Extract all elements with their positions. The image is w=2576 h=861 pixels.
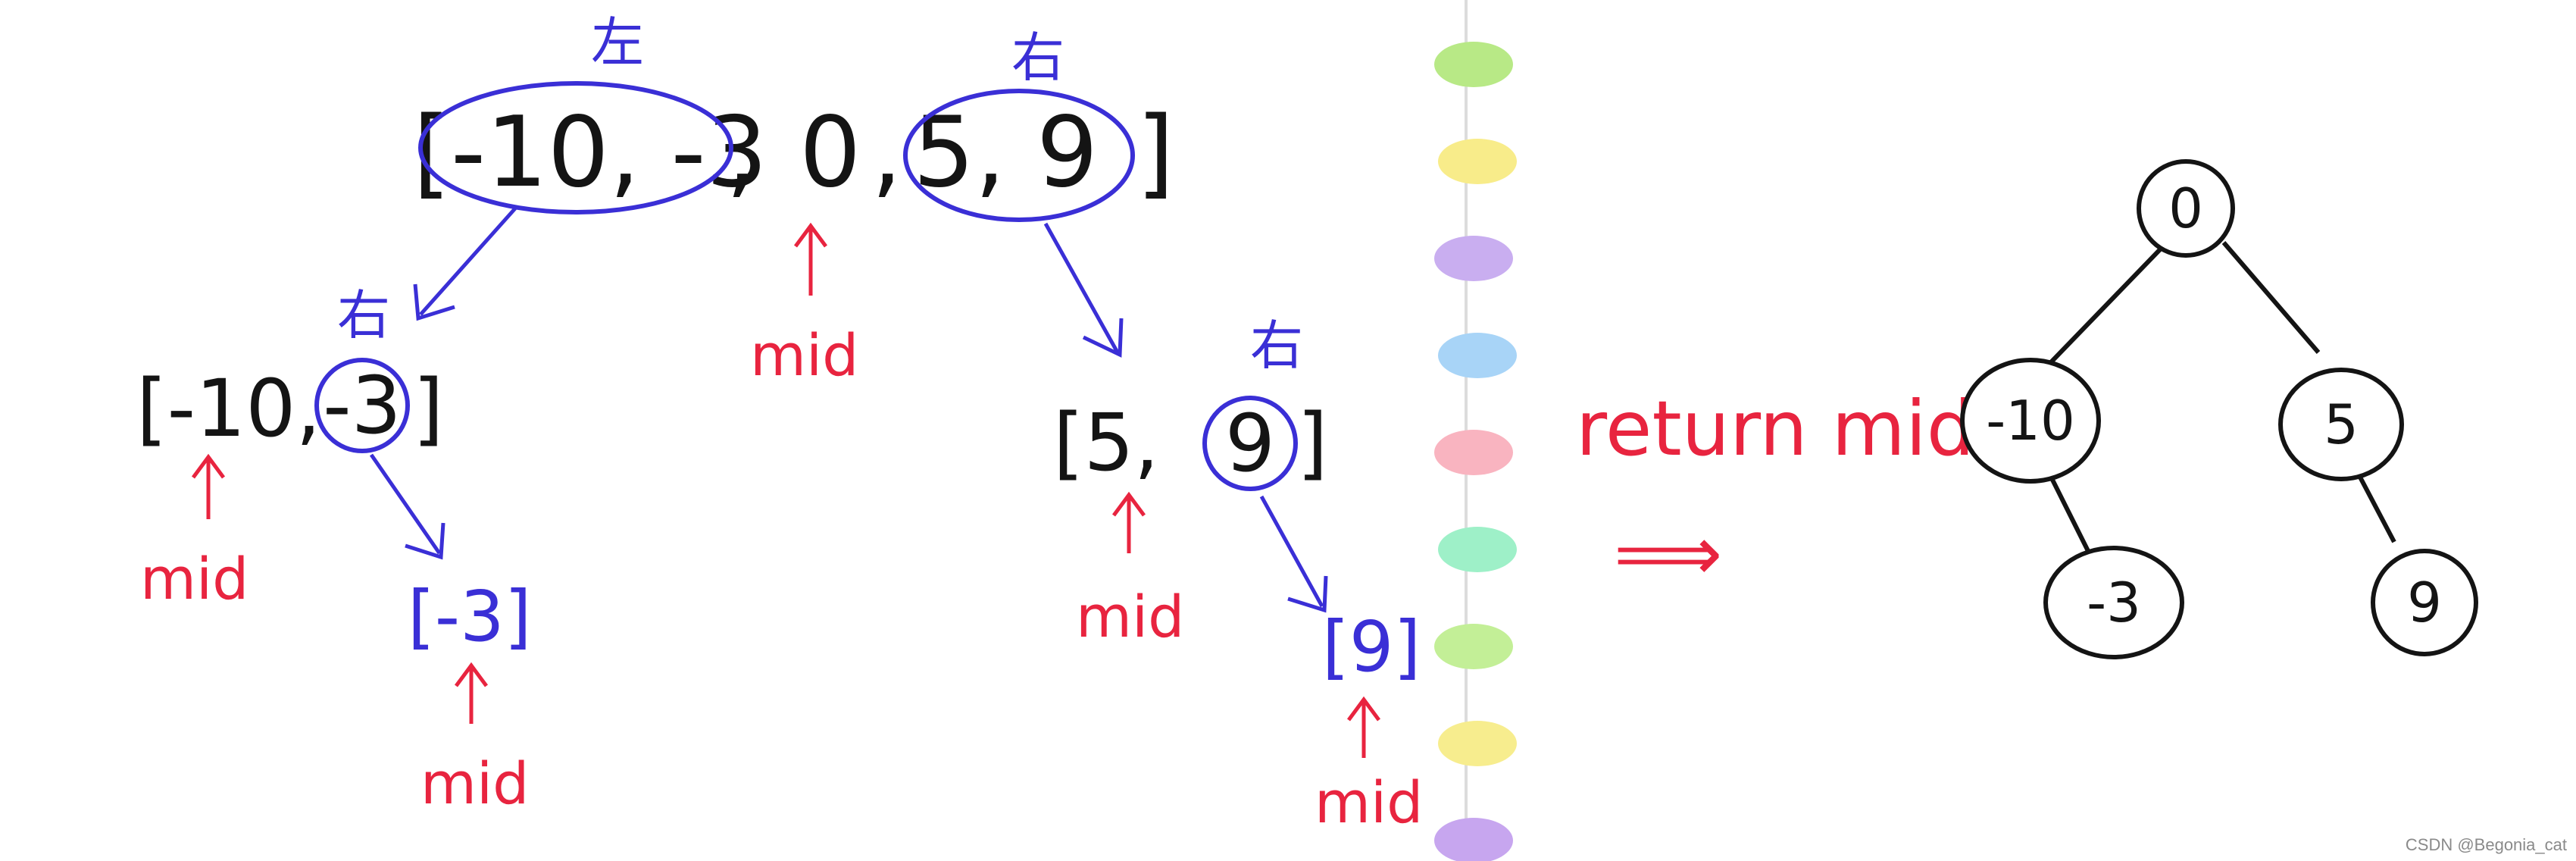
color-swatch bbox=[1434, 42, 1513, 87]
page-divider bbox=[1434, 0, 1517, 861]
right-sub-mid-arrow bbox=[1111, 491, 1146, 553]
right-half-circle bbox=[903, 89, 1135, 222]
tree-node-root: 0 bbox=[2137, 159, 2235, 258]
implies-arrow: ⟹ bbox=[1614, 509, 1722, 598]
right-sub-value: 9 bbox=[1225, 397, 1275, 490]
watermark-text: CSDN @Begonia_cat bbox=[2406, 835, 2567, 854]
label-right-part: 右 bbox=[1011, 27, 1064, 89]
right-panel: return mid ⟹ 0 -10 5 -3 9 bbox=[1576, 159, 2478, 659]
tree-node-root-value: 0 bbox=[2168, 177, 2203, 240]
top-array-close-bracket: ] bbox=[1136, 96, 1174, 209]
left-sub-open: [-10, bbox=[136, 362, 321, 455]
left-half-circle bbox=[418, 81, 733, 214]
right-sub-mid-label: mid bbox=[1076, 583, 1184, 650]
arrow-to-left-sub bbox=[413, 207, 517, 321]
tree-edges bbox=[2043, 241, 2396, 559]
tree-node-right: 5 bbox=[2278, 368, 2404, 481]
left-panel: 左 右 [ -10, -3 , 0 , 5, 9 ] mid 右 [-10, bbox=[136, 11, 1423, 836]
left-sub-mid-arrow bbox=[191, 453, 226, 519]
left-sub-label: 右 bbox=[337, 284, 390, 346]
top-mid-label: mid bbox=[750, 321, 858, 389]
left-child-array: [-3] bbox=[408, 576, 532, 657]
left-sub-value-circle bbox=[314, 358, 410, 453]
top-mid-arrow bbox=[793, 222, 828, 296]
color-swatch bbox=[1434, 430, 1513, 475]
tree-node-left-value: -10 bbox=[1986, 389, 2075, 452]
left-child-mid-label: mid bbox=[420, 750, 529, 817]
right-sub-label: 右 bbox=[1250, 315, 1303, 377]
right-child-array: [9] bbox=[1322, 606, 1421, 687]
arrow-to-right-sub bbox=[1043, 222, 1124, 358]
left-child-mid-arrow bbox=[454, 662, 489, 724]
tree-node-left: -10 bbox=[1960, 358, 2101, 484]
tree-node-right-value: 5 bbox=[2324, 393, 2359, 456]
right-sub-close: ] bbox=[1297, 396, 1328, 489]
right-sub-open: [5, bbox=[1053, 396, 1159, 489]
top-array-right-part: 5, 9 bbox=[913, 96, 1098, 209]
color-swatch bbox=[1434, 236, 1513, 281]
top-array-left-part: -10, -3 bbox=[451, 96, 767, 209]
top-array-comma-2: , bbox=[871, 96, 902, 209]
right-child-mid-arrow bbox=[1346, 696, 1381, 758]
color-swatch bbox=[1438, 333, 1517, 378]
left-sub-value: -3 bbox=[323, 359, 402, 452]
right-sub-value-circle bbox=[1202, 396, 1298, 491]
left-sub-mid-label: mid bbox=[140, 545, 249, 612]
arrow-to-left-child bbox=[369, 453, 445, 560]
color-swatch bbox=[1438, 139, 1517, 184]
tree-node-right-child-value: 9 bbox=[2407, 571, 2442, 634]
tree-node-left-child: -3 bbox=[2043, 546, 2184, 659]
color-swatch bbox=[1438, 721, 1517, 766]
right-child-mid-label: mid bbox=[1315, 769, 1423, 836]
color-swatch bbox=[1434, 624, 1513, 669]
return-mid-text: return mid bbox=[1576, 384, 1974, 473]
color-swatch bbox=[1438, 527, 1517, 572]
tree-node-left-child-value: -3 bbox=[2087, 571, 2141, 634]
color-swatch bbox=[1434, 818, 1513, 861]
left-sub-close: ] bbox=[413, 362, 444, 455]
label-left-part: 左 bbox=[591, 11, 644, 74]
color-swatch-strip bbox=[1434, 42, 1517, 861]
arrow-to-right-child bbox=[1259, 495, 1328, 613]
top-array-zero: 0 bbox=[799, 96, 861, 209]
tree-node-right-child: 9 bbox=[2371, 549, 2478, 656]
